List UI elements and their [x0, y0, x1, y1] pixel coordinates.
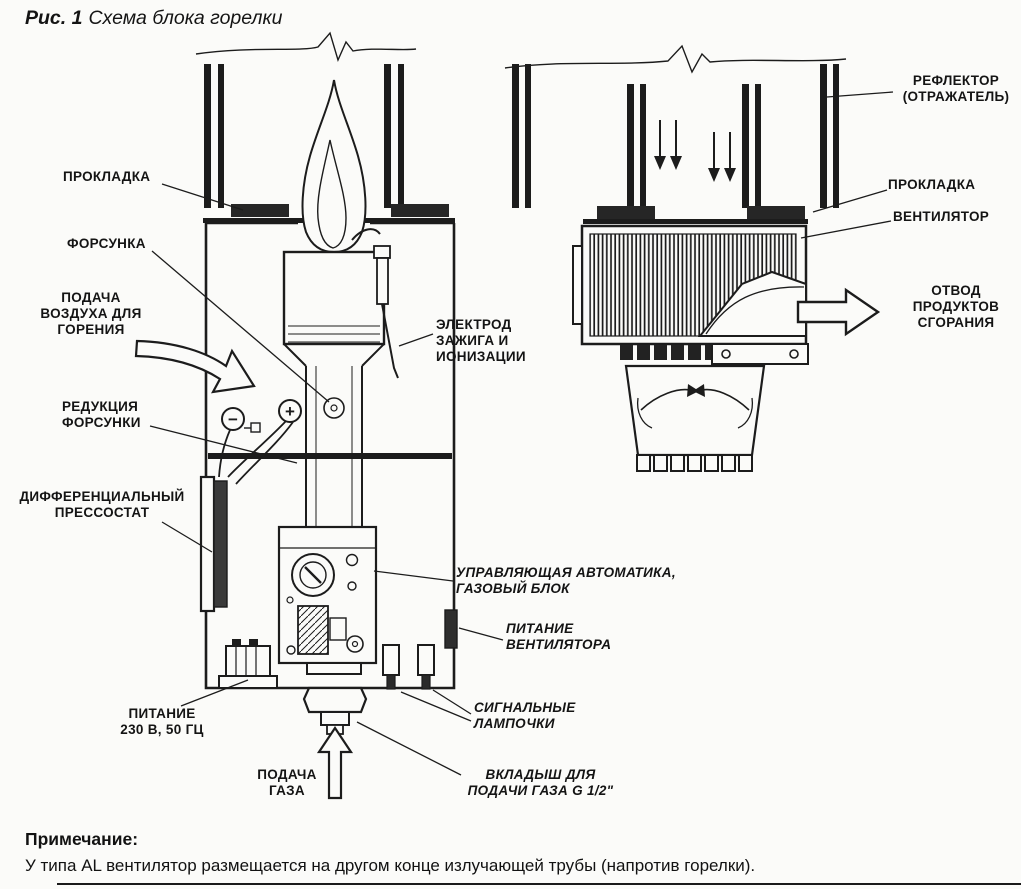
label-injector-reduction: РЕДУКЦИЯ ФОРСУНКИ	[62, 399, 141, 430]
label-gas-insert: ВКЛАДЫШ ДЛЯ ПОДАЧИ ГАЗА G 1/2"	[467, 767, 614, 798]
label-electrode: ЭЛЕКТРОД ЗАЖИГА И ИОНИЗАЦИИ	[436, 317, 526, 364]
note-heading: Примечание:	[25, 829, 139, 849]
injector-circle	[323, 397, 345, 419]
bottom-rule	[57, 883, 1021, 885]
adjuster-terminals: − +	[218, 399, 302, 485]
minus-symbol: −	[228, 410, 238, 429]
leader-lines	[149, 91, 894, 776]
plus-symbol: +	[285, 402, 295, 421]
radiant-tube-walls-left	[195, 31, 417, 208]
gasket-right-graphic	[583, 206, 808, 224]
label-gas-supply: ПОДАЧА ГАЗА	[257, 767, 317, 798]
figure-caption: Схема блока горелки	[88, 7, 283, 29]
air-flow-down-arrows	[654, 120, 736, 182]
flame-graphic	[301, 79, 367, 254]
venturi-tube	[208, 366, 452, 528]
label-differential-pressostat: ДИФФЕРЕНЦИАЛЬНЫЙ ПРЕССОСТАТ	[19, 489, 185, 520]
label-combustion-outlet: ОТВОД ПРОДУКТОВ СГОРАНИЯ	[912, 283, 1000, 330]
gas-flow-up-arrow-icon	[316, 726, 354, 800]
figure-number: Рис. 1	[25, 7, 83, 29]
label-fan-power: ПИТАНИЕ ВЕНТИЛЯТОРА	[506, 621, 612, 652]
power-connector-230v	[218, 639, 278, 689]
air-intake-arrow-icon	[134, 339, 256, 394]
left-burner-assembly: − +	[134, 31, 458, 800]
right-fan-assembly	[504, 44, 881, 472]
gas-valve-block	[277, 525, 378, 675]
label-air-supply: ПОДАЧА ВОЗДУХА ДЛЯ ГОРЕНИЯ	[40, 290, 142, 337]
radiant-tube-walls-right	[504, 44, 847, 208]
label-mains-power: ПИТАНИЕ 230 В, 50 ГЦ	[120, 706, 204, 737]
signal-lamps-graphic	[382, 644, 435, 690]
ventilator-graphic	[572, 224, 809, 365]
label-ventilator: ВЕНТИЛЯТОР	[893, 209, 990, 224]
fan-power-connector-graphic	[444, 609, 458, 649]
label-signal-lamps: СИГНАЛЬНЫЕ ЛАМПОЧКИ	[474, 700, 576, 731]
burner-cup	[282, 250, 386, 367]
label-control-automatics: УПРАВЛЯЮЩАЯ АВТОМАТИКА, ГАЗОВЫЙ БЛОК	[456, 565, 676, 596]
label-injector: ФОРСУНКА	[67, 236, 146, 251]
ignition-electrode	[351, 228, 399, 379]
label-gasket-right: ПРОКЛАДКА	[888, 177, 976, 192]
label-gasket-left: ПРОКЛАДКА	[63, 169, 151, 184]
label-reflector: РЕФЛЕКТОР (ОТРАЖАТЕЛЬ)	[902, 73, 1010, 104]
note-text: У типа AL вентилятор размещается на друг…	[25, 856, 756, 875]
diffuser-graphic	[624, 364, 766, 472]
differential-pressostat-graphic	[199, 475, 228, 613]
exhaust-outlet-arrow-icon	[796, 287, 881, 337]
